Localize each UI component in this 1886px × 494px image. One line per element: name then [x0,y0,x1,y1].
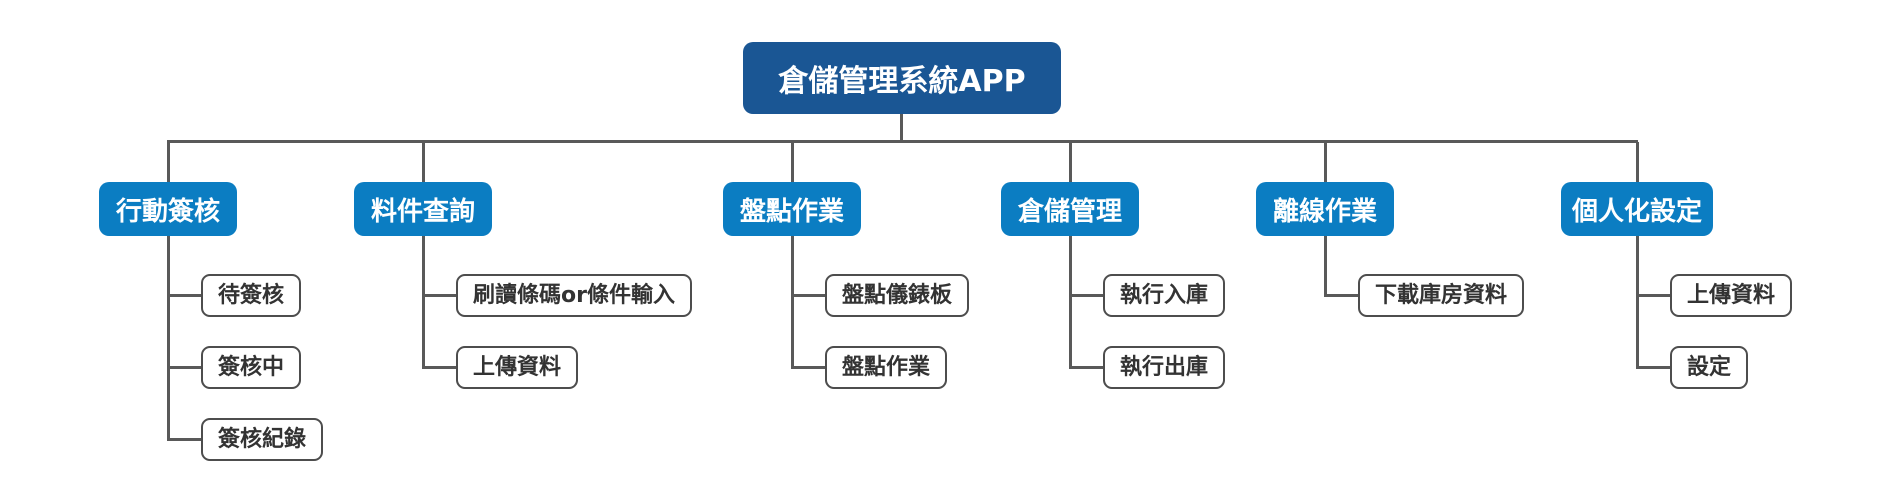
branch-drop-connector [1324,142,1327,182]
child-stub-connector [1637,366,1671,369]
branch-drop-connector [791,142,794,182]
children-spine-connector [1324,236,1327,297]
child-stub-connector [423,366,457,369]
child-stub-connector [168,366,202,369]
child-stub-connector [168,438,202,441]
children-spine-connector [1069,236,1072,369]
children-spine-connector [1636,236,1639,369]
branch-node: 個人化設定 [1561,182,1713,236]
children-spine-connector [167,236,170,441]
children-spine-connector [791,236,794,369]
branch-drop-connector [1636,142,1639,182]
branch-node: 料件查詢 [354,182,492,236]
bus-connector [167,140,1638,143]
child-stub-connector [1637,294,1671,297]
child-node: 待簽核 [201,274,302,317]
child-node: 上傳資料 [456,346,579,389]
child-node: 執行入庫 [1103,274,1226,317]
branch-drop-connector [422,142,425,182]
branch-node: 離線作業 [1256,182,1394,236]
child-node: 簽核中 [201,346,302,389]
child-stub-connector [792,294,826,297]
branch-drop-connector [1069,142,1072,182]
child-stub-connector [792,366,826,369]
branch-node: 盤點作業 [723,182,861,236]
child-stub-connector [1070,366,1104,369]
root-trunk-connector [900,114,903,142]
children-spine-connector [422,236,425,369]
child-node: 刷讀條碼or條件輸入 [456,274,692,317]
child-node: 簽核紀錄 [201,418,324,461]
branch-drop-connector [167,142,170,182]
child-stub-connector [1325,294,1359,297]
branch-node: 行動簽核 [99,182,237,236]
root-node: 倉儲管理系統APP [743,42,1061,114]
child-node: 上傳資料 [1670,274,1793,317]
child-stub-connector [1070,294,1104,297]
child-stub-connector [423,294,457,297]
child-node: 盤點作業 [825,346,948,389]
child-node: 設定 [1670,346,1749,389]
child-node: 盤點儀錶板 [825,274,970,317]
child-node: 執行出庫 [1103,346,1226,389]
child-node: 下載庫房資料 [1358,274,1525,317]
child-stub-connector [168,294,202,297]
branch-node: 倉儲管理 [1001,182,1139,236]
